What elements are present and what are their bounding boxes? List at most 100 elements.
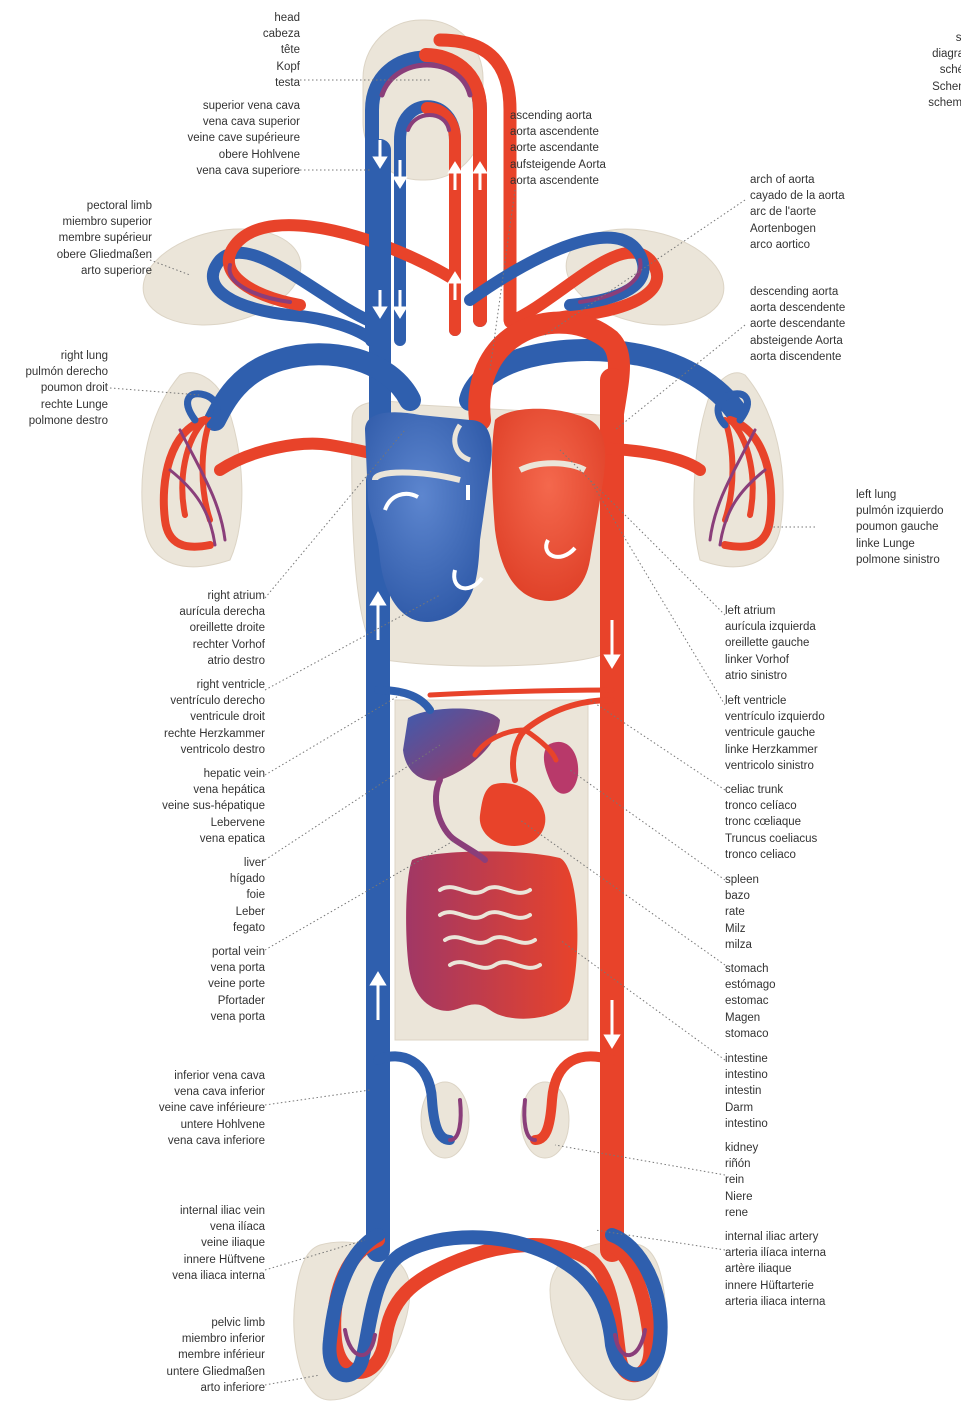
label-line: portal vein [130,944,265,960]
label-line: miembro superior [20,214,152,230]
label-line: milza [725,937,865,953]
label-line: arteria ilíaca interna [725,1245,885,1261]
label-line: arch of aorta [750,172,890,188]
label-superior-vena-cava: superior vena cava vena cava superior ve… [150,98,300,179]
label-line: hepatic vein [130,766,265,782]
label-line: arteria iliaca interna [725,1294,885,1310]
label-right-ventricle: right ventricle ventrículo derecho ventr… [130,677,265,758]
label-line: aorta ascendente [510,124,660,140]
label-stomach: stomach estómago estomac Magen stomaco [725,961,865,1042]
label-line: poumon gauche [856,519,961,535]
label-line: Magen [725,1010,865,1026]
label-line: intestino [725,1116,865,1132]
label-line: vena porta [130,1009,265,1025]
label-arch-of-aorta: arch of aorta cayado de la aorta arc de … [750,172,890,253]
label-line: linker Vorhof [725,652,865,668]
label-line: Kopf [200,59,300,75]
intestine-shape [406,851,577,1018]
label-line: aorte ascendante [510,140,660,156]
label-line: pulmón derecho [0,364,108,380]
label-line: tronc cœliaque [725,814,865,830]
label-line: rechte Lunge [0,397,108,413]
label-line: arto inferiore [120,1380,265,1396]
label-line: Truncus coeliacus [725,831,865,847]
label-left-ventricle: left ventricle ventrículo izquierdo vent… [725,693,865,774]
label-line: stomaco [725,1026,865,1042]
label-left-lung: left lung pulmón izquierdo poumon gauche… [856,487,961,568]
label-line: vena porta [130,960,265,976]
label-line: untere Gliedmaßen [120,1364,265,1380]
label-line: oreillette droite [130,620,265,636]
label-left-atrium: left atrium aurícula izquierda oreillett… [725,603,865,684]
label-line: linke Lunge [856,536,961,552]
label-line: innere Hüftvene [120,1252,265,1268]
label-line: veine cave supérieure [150,130,300,146]
label-line: right lung [0,348,108,364]
label-line: aurícula izquierda [725,619,865,635]
label-line: rechter Vorhof [130,637,265,653]
label-line: right ventricle [130,677,265,693]
label-line: pectoral limb [20,198,152,214]
label-line: Lebervene [130,815,265,831]
label-line: rein [725,1172,865,1188]
label-line: cayado de la aorta [750,188,890,204]
label-line: internal iliac artery [725,1229,885,1245]
label-line: veine sus-hépatique [130,798,265,814]
label-line: innere Hüftarterie [725,1278,885,1294]
label-line: ventricolo destro [130,742,265,758]
label-line: obere Gliedmaßen [20,247,152,263]
label-right-lung: right lung pulmón derecho poumon droit r… [0,348,108,429]
label-line: arco aortico [750,237,890,253]
title-block: schema diagrama de schéma de Schema des … [856,30,961,111]
label-line: riñón [725,1156,865,1172]
label-line: atrio destro [130,653,265,669]
label-line: aurícula derecha [130,604,265,620]
label-line: Niere [725,1189,865,1205]
label-line: vena cava inferior [120,1084,265,1100]
label-line: aorta discendente [750,349,890,365]
label-line: head [200,10,300,26]
label-line: left atrium [725,603,865,619]
label-spleen: spleen bazo rate Milz milza [725,872,865,953]
label-line: vena hepática [130,782,265,798]
label-line: intestino [725,1067,865,1083]
label-line: atrio sinistro [725,668,865,684]
label-line: pelvic limb [120,1315,265,1331]
label-line: descending aorta [750,284,890,300]
title-line: schema [856,30,961,46]
label-line: veine iliaque [120,1235,265,1251]
label-line: estómago [725,977,865,993]
label-internal-iliac-artery: internal iliac artery arteria ilíaca int… [725,1229,885,1310]
label-line: kidney [725,1140,865,1156]
label-line: arc de l'aorte [750,204,890,220]
label-line: Aortenbogen [750,221,890,237]
label-line: liver [130,855,265,871]
label-line: rene [725,1205,865,1221]
label-line: artère iliaque [725,1261,885,1277]
label-line: rechte Herzkammer [130,726,265,742]
label-line: veine cave inférieure [120,1100,265,1116]
label-line: hígado [130,871,265,887]
label-line: tête [200,42,300,58]
label-line: linke Herzkammer [725,742,865,758]
label-line: vena iliaca interna [120,1268,265,1284]
label-line: celiac trunk [725,782,865,798]
label-celiac-trunk: celiac trunk tronco celíaco tronc cœliaq… [725,782,865,863]
label-liver: liver hígado foie Leber fegato [130,855,265,936]
label-line: testa [200,75,300,91]
label-right-atrium: right atrium aurícula derecha oreillette… [130,588,265,669]
label-inferior-vena-cava: inferior vena cava vena cava inferior ve… [120,1068,265,1149]
title-line: schéma de [856,62,961,78]
label-line: fegato [130,920,265,936]
label-line: ascending aorta [510,108,660,124]
label-line: ventrículo izquierdo [725,709,865,725]
label-line: arto superiore [20,263,152,279]
label-line: stomach [725,961,865,977]
label-line: aufsteigende Aorta [510,157,660,173]
label-line: spleen [725,872,865,888]
label-line: intestine [725,1051,865,1067]
label-line: internal iliac vein [120,1203,265,1219]
label-line: miembro inferior [120,1331,265,1347]
label-line: oreillette gauche [725,635,865,651]
